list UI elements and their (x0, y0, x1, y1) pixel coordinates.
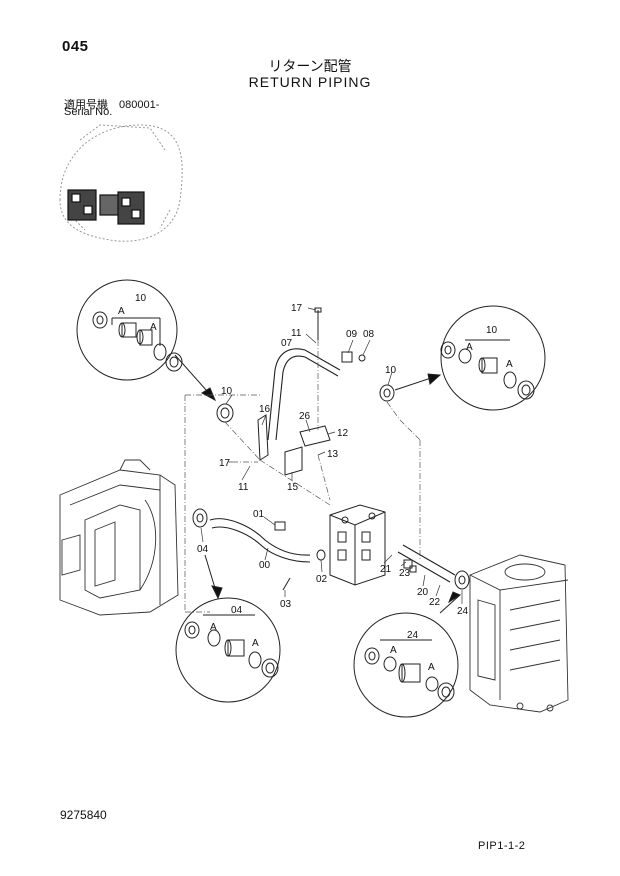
callout-02: 02 (316, 574, 328, 585)
page-code: PIP1-1-2 (478, 840, 526, 852)
serial-range-label: 適用号機 080001- (64, 99, 160, 111)
callout-01: 01 (253, 509, 265, 520)
callout-22: 22 (429, 597, 441, 608)
detail-circle-10-left (76, 279, 178, 381)
callout-24: 24 (457, 606, 469, 617)
callout-a-left-1: A (118, 306, 125, 317)
clamp-10-left (216, 403, 234, 423)
callout-17-top: 17 (291, 303, 303, 314)
callout-07: 07 (281, 338, 293, 349)
detail-parts-24 (364, 639, 455, 702)
callout-11-top: 11 (291, 328, 302, 339)
clamp-10-right (379, 384, 395, 402)
callout-a-24-1: A (390, 645, 397, 656)
callout-16: 16 (259, 404, 271, 415)
page-number: 045 (62, 38, 89, 55)
callout-10-left-detail: 10 (135, 293, 147, 304)
callout-15: 15 (287, 482, 299, 493)
callout-21: 21 (380, 564, 392, 575)
machine-location-thumbnail (59, 124, 183, 242)
detail-circle-04 (175, 597, 281, 703)
detail-parts-right (440, 339, 535, 400)
clamp-12 (299, 425, 331, 447)
clamp-04 (192, 508, 208, 528)
callout-09: 09 (346, 329, 358, 340)
highlighted-valve-icon (67, 189, 145, 225)
callout-08: 08 (363, 329, 375, 340)
callout-a-left-2: A (150, 322, 157, 333)
callout-13: 13 (327, 449, 339, 460)
callout-12: 12 (337, 428, 349, 439)
part-number: 9275840 (60, 808, 107, 822)
detail-circle-24 (353, 612, 459, 718)
callout-24-detail: 24 (407, 630, 419, 641)
callout-11-bottom: 11 (238, 482, 249, 493)
callout-04: 04 (197, 544, 209, 555)
callout-26: 26 (299, 411, 311, 422)
callout-a-04-1: A (210, 622, 217, 633)
page-title: RETURN PIPING (248, 74, 372, 90)
control-valve (329, 504, 386, 586)
clamp-24 (454, 570, 470, 590)
detail-circle-10-right (440, 305, 546, 411)
left-frame-assembly (59, 459, 179, 616)
callout-10-right-detail: 10 (486, 325, 498, 336)
callout-10-right: 10 (385, 365, 397, 376)
pipe-07 (267, 348, 341, 441)
callout-a-24-2: A (428, 662, 435, 673)
callout-a-right-2: A (506, 359, 513, 370)
detail-parts-04 (184, 614, 279, 678)
bracket-15 (284, 446, 303, 476)
callout-17-bottom: 17 (219, 458, 231, 469)
callout-a-right-1: A (466, 342, 473, 353)
callout-10-left: 10 (221, 386, 233, 397)
detail-parts-left (92, 311, 183, 372)
callout-23: 23 (399, 568, 411, 579)
callout-00: 00 (259, 560, 271, 571)
page-title-japanese: リターン配管 (268, 58, 352, 74)
callout-20: 20 (417, 587, 429, 598)
callout-04-detail: 04 (231, 605, 243, 616)
pipe-20 (397, 544, 456, 583)
pipe-00 (209, 518, 311, 563)
callout-a-04-2: A (252, 638, 259, 649)
right-tank-assembly (469, 554, 569, 713)
serial-no-label: Serial No. (64, 106, 113, 118)
callout-03: 03 (280, 599, 292, 610)
